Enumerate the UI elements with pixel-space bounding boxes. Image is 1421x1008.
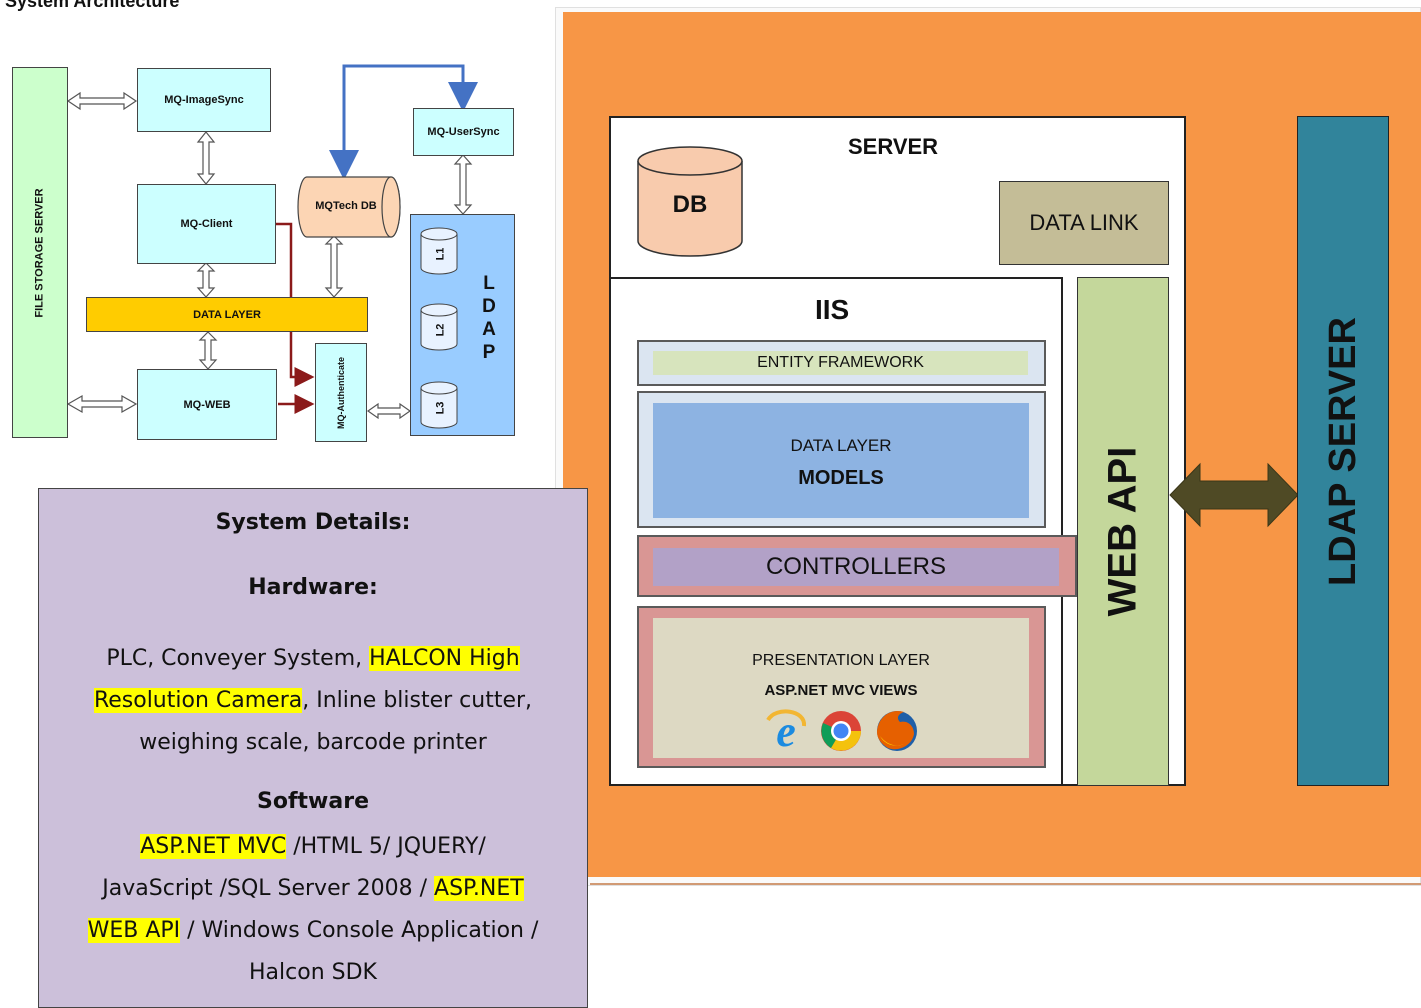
highlight-halcon-2: Resolution Camera — [93, 688, 303, 713]
arrow-db-datalayer — [324, 235, 344, 298]
ldap-server-column: LDAP SERVER — [1297, 116, 1389, 786]
software-heading: Software — [257, 789, 369, 814]
hardware-line-2: Resolution Camera, Inline blister cutter… — [93, 688, 533, 713]
highlight-halcon-1: HALCON High — [369, 646, 520, 671]
ldap-node-l3-label: L3 — [434, 401, 446, 415]
ldap-letter: P — [482, 342, 496, 363]
software-details: ASP.NET MVC /HTML 5/ JQUERY/ JavaScript … — [39, 826, 587, 994]
firefox-icon — [877, 710, 917, 751]
data-layer-bar: DATA LAYER — [86, 297, 368, 332]
hardware-heading: Hardware: — [248, 575, 378, 600]
controllers-label: CONTROLLERS — [653, 548, 1059, 586]
webapi-ldap-arrow — [1169, 462, 1299, 528]
internet-explorer-icon: e — [766, 708, 806, 752]
data-layer-label: DATA LAYER — [790, 436, 892, 455]
mq-authenticate-label: MQ-Authenticate — [336, 356, 346, 429]
ldap-letter: D — [482, 296, 496, 317]
file-storage-server: FILE STORAGE SERVER — [12, 67, 68, 438]
arrow-auth-ldap — [366, 402, 412, 420]
system-details-heading: System Details: — [215, 510, 411, 535]
software-line-2: JavaScript /SQL Server 2008 / ASP.NET — [102, 876, 524, 901]
ldap-node-l2: L2 — [424, 318, 456, 342]
presentation-layer-label: PRESENTATION LAYER — [752, 652, 930, 669]
arrow-fss-imagesync — [66, 91, 138, 111]
arrow-imagesync-client — [196, 131, 216, 185]
arrow-fss-web — [66, 394, 138, 414]
hardware-line-3: weighing scale, barcode printer — [139, 730, 487, 755]
ldap-server-label: LDAP SERVER — [1321, 316, 1364, 586]
mq-web-box: MQ-WEB — [137, 369, 277, 440]
page-title: System Architecture — [5, 0, 180, 11]
db-cylinder — [637, 146, 743, 257]
models-box — [653, 403, 1029, 518]
server-title: SERVER — [848, 134, 939, 159]
orange-bottom-rule — [590, 883, 1421, 885]
ldap-node-l3: L3 — [424, 396, 456, 420]
mq-imagesync-box: MQ-ImageSync — [137, 68, 271, 132]
arrow-client-datalayer — [196, 262, 216, 298]
ldap-node-l1: L1 — [424, 242, 456, 266]
system-details-panel: System Details: Hardware: PLC, Conveyer … — [38, 488, 588, 1008]
ldap-node-cylinders — [420, 227, 458, 429]
mq-client-box: MQ-Client — [137, 184, 276, 264]
software-line-3: WEB API / Windows Console Application / — [87, 918, 539, 943]
software-line-4: Halcon SDK — [249, 960, 377, 985]
web-api-column: WEB API — [1077, 277, 1169, 786]
web-api-label: WEB API — [1100, 446, 1145, 617]
arrow-usersync-ldap — [453, 154, 473, 215]
ldap-letters: L D A P — [478, 272, 500, 364]
ldap-letter: L — [483, 273, 495, 294]
highlight-aspnet-1: ASP.NET — [434, 876, 524, 901]
entity-framework-label: ENTITY FRAMEWORK — [653, 351, 1028, 375]
mvc-views-label: ASP.NET MVC VIEWS — [764, 682, 918, 699]
mq-authenticate-box: MQ-Authenticate — [315, 343, 367, 442]
db-label: DB — [672, 191, 708, 218]
chrome-icon — [821, 711, 861, 751]
hardware-line-1: PLC, Conveyer System, HALCON High — [106, 646, 520, 671]
mqtech-db-cylinder — [297, 176, 401, 238]
hardware-details: PLC, Conveyer System, HALCON High Resolu… — [39, 638, 587, 764]
arrow-datalayer-web — [198, 331, 218, 370]
mqtech-db-label: MQTech DB — [315, 200, 377, 212]
file-storage-server-label: FILE STORAGE SERVER — [34, 187, 46, 318]
ldap-node-l1-label: L1 — [434, 247, 446, 261]
highlight-aspnet-mvc: ASP.NET MVC — [140, 834, 287, 859]
iis-title: IIS — [815, 294, 850, 325]
data-link-box: DATA LINK — [999, 181, 1169, 265]
mq-usersync-box: MQ-UserSync — [413, 108, 514, 156]
ldap-letter: A — [482, 319, 496, 340]
ldap-node-l2-label: L2 — [434, 323, 446, 337]
svg-text:e: e — [776, 708, 796, 752]
software-line-1: ASP.NET MVC /HTML 5/ JQUERY/ — [140, 834, 486, 859]
highlight-webapi: WEB API — [87, 918, 181, 943]
models-label: MODELS — [798, 467, 884, 489]
